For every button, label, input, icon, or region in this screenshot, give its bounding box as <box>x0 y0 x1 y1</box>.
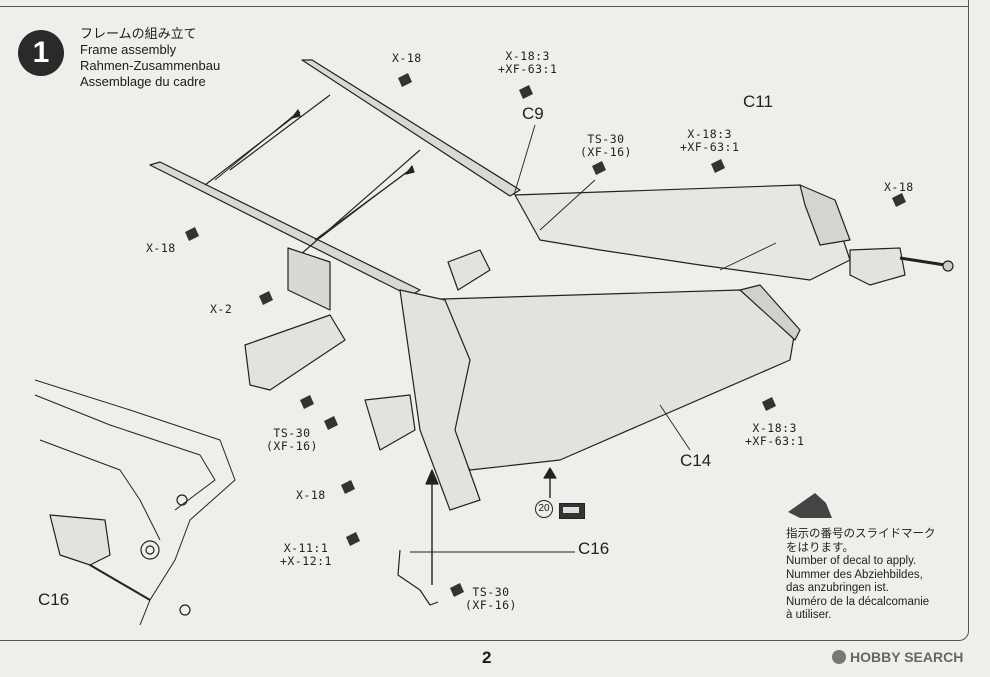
head-section <box>399 289 481 511</box>
title-french: Assemblage du cadre <box>80 74 206 89</box>
callout-line: (XF-16) <box>580 145 632 159</box>
screw-icon <box>324 416 338 430</box>
callout-line: X-18:3 <box>687 127 732 141</box>
callout-x18-3-bottom: X-18:3 +XF-63:1 <box>745 422 804 448</box>
callout-ts30-top: TS-30 (XF-16) <box>580 133 632 159</box>
callout-line: +X-12:1 <box>280 554 332 568</box>
screw-icon <box>185 227 199 241</box>
upper-rail-front <box>149 161 421 297</box>
notice-jp-line: 指示の番号のスライドマーク <box>786 528 936 540</box>
pedal-c16 <box>397 549 439 606</box>
part-c9 <box>447 249 491 291</box>
callout-x18-left: X-18 <box>146 241 176 255</box>
callout-ts30-bottom: TS-30 (XF-16) <box>465 586 517 612</box>
title-japanese: フレームの組み立て <box>80 26 197 41</box>
callout-line: +XF-63:1 <box>745 434 805 448</box>
watermark-text: HOBBY SEARCH <box>850 649 964 665</box>
callout-x18-3-top: X-18:3 +XF-63:1 <box>498 50 557 76</box>
part-label-c16-left: C16 <box>38 590 70 609</box>
screw-icon <box>762 397 776 411</box>
screw-icon <box>892 193 906 207</box>
decal-icon <box>559 503 585 519</box>
screw-icon <box>519 85 533 99</box>
callout-x18-bottom: X-18 <box>296 488 326 502</box>
screw-icon <box>450 583 464 597</box>
part-label-c16-right: C16 <box>578 539 610 558</box>
callout-line: X-11:1 <box>283 541 329 555</box>
callout-line: TS-30 <box>273 426 311 440</box>
watermark: HOBBY SEARCH <box>832 649 963 665</box>
screw-icon <box>398 73 412 87</box>
left-bracket <box>244 314 346 391</box>
decal-number-badge: 20 <box>535 500 553 518</box>
callout-x11: X-11:1 +X-12:1 <box>280 542 332 568</box>
title-german: Rahmen-Zusammenbau <box>80 58 221 73</box>
callout-line: X-18:3 <box>752 421 797 435</box>
screw-icon <box>711 159 725 173</box>
callout-line: +XF-63:1 <box>680 140 740 154</box>
upper-frame-c11 <box>514 184 851 281</box>
notice-jp-line: をはります。 <box>786 541 854 554</box>
top-border <box>0 0 968 7</box>
callout-x18-top: X-18 <box>392 51 422 65</box>
screw-icon <box>300 395 314 409</box>
callout-line: X-18:3 <box>505 49 550 63</box>
main-frame-beam <box>409 289 796 471</box>
part-label-c14: C14 <box>680 451 712 470</box>
notice-en: Number of decal to apply. <box>786 555 917 567</box>
screw-icon <box>346 532 360 546</box>
step-titles: フレームの組み立て Frame assembly Rahmen-Zusammen… <box>80 26 220 90</box>
part-label-c11: C11 <box>743 92 773 111</box>
upper-rail-rear <box>301 59 521 197</box>
screw-icon <box>341 480 355 494</box>
callout-ts30-mid: TS-30 (XF-16) <box>266 427 318 453</box>
page-border <box>0 0 969 641</box>
step-number-badge: 1 <box>18 30 64 76</box>
slide-mark-icon <box>788 493 832 518</box>
part-label-c9: C9 <box>522 104 544 123</box>
screw-icon <box>592 161 606 175</box>
callout-line: (XF-16) <box>266 439 318 453</box>
page-number: 2 <box>482 648 492 667</box>
callout-line: TS-30 <box>472 585 510 599</box>
callout-x2: X-2 <box>210 302 233 316</box>
watermark-logo-icon <box>832 650 846 664</box>
notice-de-line: das anzubringen ist. <box>786 582 889 594</box>
notice-de-line: Nummer des Abziehbildes, <box>786 568 923 581</box>
inset-frame <box>34 379 236 626</box>
notice-fr-line: à utiliser. <box>786 609 832 621</box>
callout-line: +XF-63:1 <box>498 62 558 76</box>
title-english: Frame assembly <box>80 42 177 57</box>
callout-line: (XF-16) <box>465 598 517 612</box>
screw-icon <box>259 291 273 305</box>
callout-line: TS-30 <box>587 132 625 146</box>
rail-plate <box>287 247 331 311</box>
callout-x18-far-right: X-18 <box>884 180 914 194</box>
callout-x18-3-right: X-18:3 +XF-63:1 <box>680 128 739 154</box>
notice-fr-line: Numéro de la décalcomanie <box>786 595 930 608</box>
decal-notice: 指示の番号のスライドマーク をはります。 Number of decal to … <box>786 528 936 623</box>
